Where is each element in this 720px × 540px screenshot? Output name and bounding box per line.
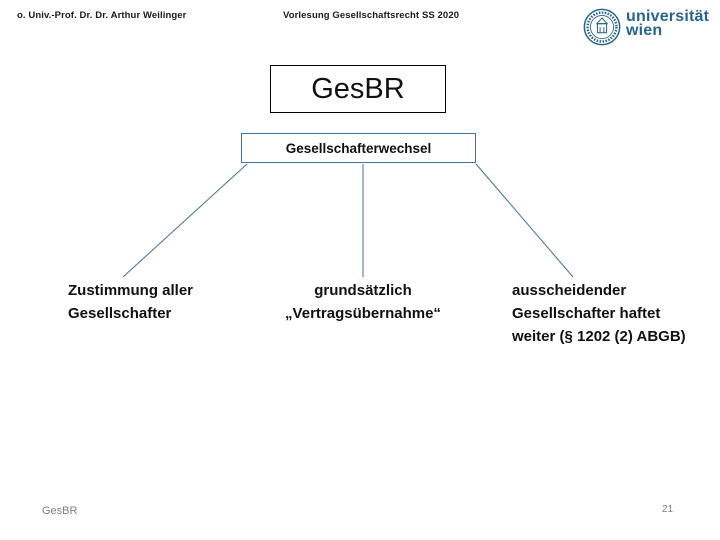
title-box: GesBR xyxy=(270,65,446,113)
branch-line: weiter (§ 1202 (2) ABGB) xyxy=(512,328,686,345)
branch-line: Zustimmung aller xyxy=(68,282,194,299)
title-label: GesBR xyxy=(311,72,405,105)
subtitle-box: Gesellschafterwechsel xyxy=(241,133,476,163)
university-vienna-logo: universität wien xyxy=(583,8,709,46)
header-lecture-title: Vorlesung Gesellschaftsrecht SS 2020 xyxy=(283,10,460,21)
branch-line: Gesellschafter xyxy=(68,305,172,322)
branch-ausscheidender: ausscheidender Gesellschafter haftet wei… xyxy=(512,279,704,348)
branch-line: Gesellschafter haftet xyxy=(512,305,661,322)
header-author: o. Univ.-Prof. Dr. Dr. Arthur Weilinger xyxy=(17,10,187,21)
logo-word-universitaet: universität xyxy=(626,8,710,25)
branch-line: ausscheidender xyxy=(512,282,627,299)
logo-word-wien: wien xyxy=(626,22,663,39)
university-seal-icon xyxy=(583,8,621,46)
footer-slide-label: GesBR xyxy=(42,505,78,517)
branch-zustimmung: Zustimmung aller Gesellschafter xyxy=(68,279,193,325)
branch-line: grundsätzlich xyxy=(314,282,412,299)
subtitle-label: Gesellschafterwechsel xyxy=(285,140,432,156)
branch-line: „Vertragsübernahme“ xyxy=(285,305,441,322)
branch-vertragsuebernahme: grundsätzlich „Vertragsübernahme“ xyxy=(278,279,448,325)
page-number: 21 xyxy=(662,504,674,515)
university-logo-text: universität wien xyxy=(626,8,710,39)
